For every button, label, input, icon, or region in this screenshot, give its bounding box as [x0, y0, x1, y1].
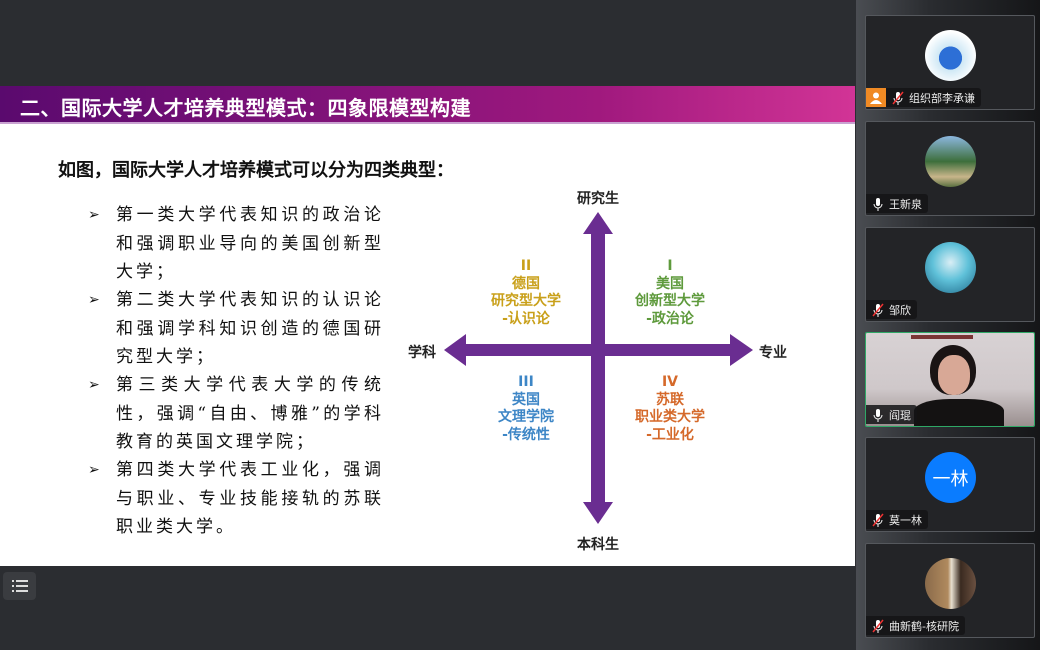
- participant-name: 曲新鹤-核研院: [889, 619, 959, 633]
- participant-tile[interactable]: 王新泉: [865, 121, 1035, 216]
- vertical-axis-arrow: [583, 212, 613, 524]
- bullet-item: ➢第一类大学代表知识的政治论和强调职业导向的美国创新型大学；: [88, 201, 384, 287]
- slide-title: 二、国际大学人才培养典型模式：四象限模型构建: [20, 96, 471, 120]
- axis-arrows: [444, 212, 753, 524]
- flowers-avatar: [925, 242, 976, 293]
- slide-title-banner: 二、国际大学人才培养典型模式：四象限模型构建: [0, 86, 855, 124]
- axis-label-top: 研究生: [577, 191, 619, 207]
- bullet-arrow-icon: ➢: [88, 377, 100, 393]
- horizontal-axis-arrow: [444, 334, 753, 366]
- palm-trees-avatar: [925, 136, 976, 187]
- participant-name: 组织部李承谦: [909, 91, 975, 105]
- host-icon: [866, 88, 886, 107]
- bullet-item: ➢第二类大学代表知识的认识论和强调学科知识创造的德国研究型大学；: [88, 286, 384, 372]
- mic-muted-icon: [892, 91, 904, 105]
- bullet-item: ➢第三类大学代表大学的传统性，强调“自由、博雅”的学科教育的英国文理学院；: [88, 371, 384, 457]
- mic-icon: [873, 197, 883, 211]
- menu-button[interactable]: [3, 572, 36, 600]
- initials-avatar: 一林: [925, 452, 976, 503]
- participant-tile[interactable]: 曲新鹤-核研院: [865, 543, 1035, 638]
- photo-avatar: [925, 558, 976, 609]
- list-icon: [11, 580, 28, 592]
- mic-muted-icon: [872, 513, 884, 527]
- presentation-slide: 二、国际大学人才培养典型模式：四象限模型构建 如图，国际大学人才培养模式可以分为…: [0, 86, 855, 566]
- participant-name: 阎琨: [889, 408, 911, 422]
- shared-screen: 二、国际大学人才培养典型模式：四象限模型构建 如图，国际大学人才培养模式可以分为…: [0, 86, 855, 600]
- participant-tile[interactable]: 组织部李承谦: [865, 15, 1035, 110]
- bullet-arrow-icon: ➢: [88, 207, 100, 223]
- participant-tile-speaking[interactable]: 阎琨: [865, 332, 1035, 427]
- participant-gallery: 组织部李承谦 王新泉 邹欣 阎琨 一林 莫一林: [856, 0, 1040, 650]
- mic-muted-icon: [872, 619, 884, 633]
- bullet-item: ➢第四类大学代表工业化，强调与职业、专业技能接轨的苏联职业类大学。: [88, 456, 384, 542]
- participant-tile[interactable]: 一林 莫一林: [865, 437, 1035, 532]
- participant-tile[interactable]: 邹欣: [865, 227, 1035, 322]
- bullet-arrow-icon: ➢: [88, 292, 100, 308]
- bullet-arrow-icon: ➢: [88, 462, 100, 478]
- mic-muted-icon: [872, 303, 884, 317]
- participant-name: 邹欣: [889, 303, 911, 317]
- axis-label-right: 专业: [759, 345, 787, 361]
- axis-label-left: 学科: [408, 345, 436, 361]
- mic-icon: [873, 408, 883, 422]
- slide-intro: 如图，国际大学人才培养模式可以分为四类典型：: [58, 160, 454, 181]
- cartoon-avatar: [925, 30, 976, 81]
- axis-label-bottom: 本科生: [577, 537, 619, 553]
- participant-name: 王新泉: [889, 197, 922, 211]
- participant-name: 莫一林: [889, 513, 922, 527]
